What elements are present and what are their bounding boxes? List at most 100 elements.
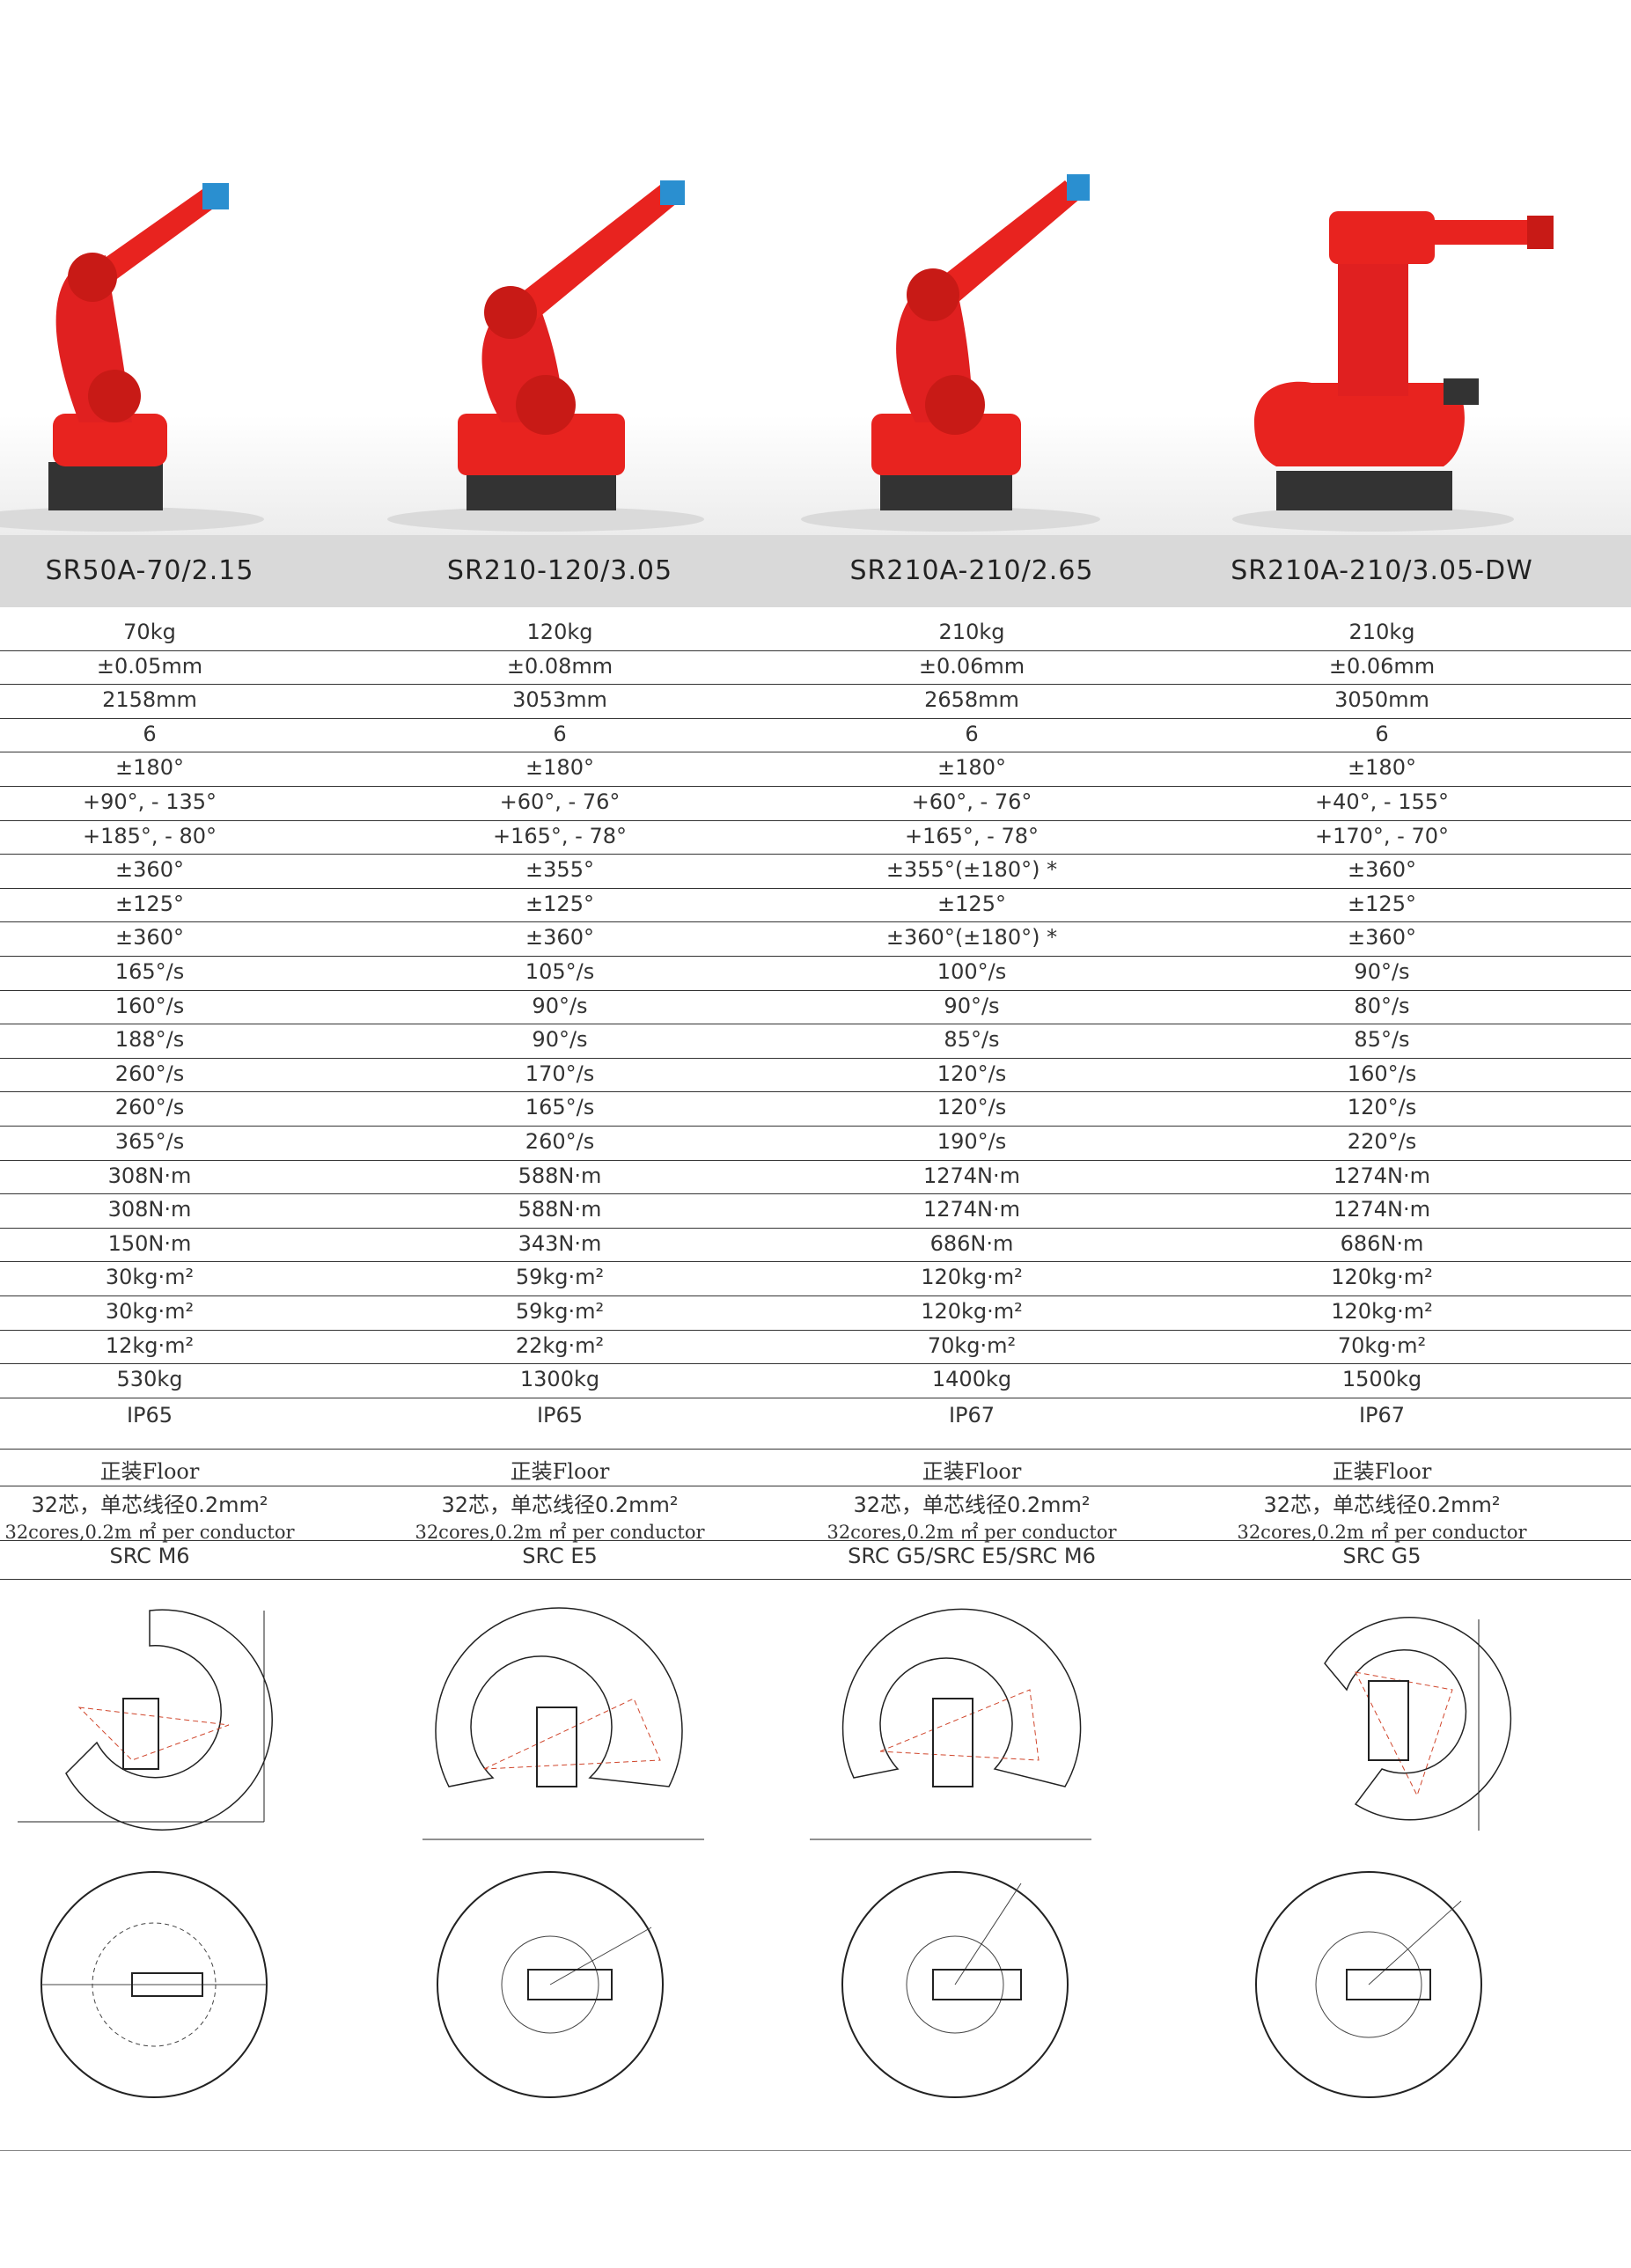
spec-cell: 120kg·m² (921, 1265, 1023, 1290)
spec-cell: 160°/s (114, 993, 185, 1018)
spec-cell: ±360°(±180°) * (885, 925, 1058, 951)
spec-cell: 1274N·m (922, 1163, 1021, 1188)
spec-cell: 260°/s (114, 1095, 185, 1120)
spec-cell: ±360° (1348, 925, 1416, 951)
robot-image-sr210a (801, 174, 1100, 532)
spec-cell: 90°/s (944, 993, 1000, 1018)
spec-row: ±180°±180°±180°±180° (0, 752, 1631, 787)
spec-cell: ±0.05mm (96, 653, 203, 679)
controller-cell: SRC M6 (109, 1543, 190, 1568)
spec-cell: +170°, - 70° (1314, 823, 1450, 848)
cable-spec-cn: 32芯，单芯线径0.2mm² (441, 1492, 679, 1517)
spec-cell: ±355°(±180°) * (885, 857, 1058, 883)
robot-image-sr50a (0, 183, 264, 532)
spec-cell: 1274N·m (922, 1197, 1021, 1222)
spec-cell: 210kg (1348, 620, 1415, 644)
spec-cell: 160°/s (1347, 1061, 1417, 1086)
spec-cell: 365°/s (114, 1129, 185, 1154)
side-view-drawing (18, 1609, 273, 1831)
spec-cell: 1400kg (931, 1367, 1012, 1392)
controller-cell: SRC G5 (1342, 1543, 1422, 1568)
spec-cell: 210kg (938, 620, 1005, 644)
spec-row: ±360°±360°±360°(±180°) *±360° (0, 921, 1631, 957)
spec-cell: 105°/s (525, 959, 595, 984)
controller-cell: SRC G5/SRC E5/SRC M6 (848, 1543, 1096, 1568)
cable-spec-en: 32cores,0.2m ㎡ per conductor (827, 1521, 1117, 1543)
spec-cell: 120kg·m² (1331, 1299, 1433, 1324)
spec-cell: ±0.06mm (1328, 653, 1436, 679)
spec-cell: +90°, - 135° (82, 789, 217, 814)
spec-cell: 686N·m (929, 1230, 1014, 1256)
spec-cell: 170°/s (525, 1061, 595, 1086)
spec-cell: ±180° (937, 755, 1006, 781)
spec-cell: 85°/s (1354, 1027, 1410, 1053)
cable-spec-cn: 32芯，单芯线径0.2mm² (31, 1492, 268, 1517)
spec-cell: 1274N·m (1333, 1163, 1431, 1188)
spec-cell: +165°, - 78° (904, 823, 1040, 848)
spec-cell: 90°/s (532, 993, 588, 1018)
spec-cell: 59kg·m² (515, 1265, 605, 1290)
spec-cell: 165°/s (525, 1095, 595, 1120)
model-name: SR210A-210/2.65 (849, 555, 1094, 586)
spec-cell: ±0.06mm (918, 653, 1025, 679)
model-header-bar: SR50A-70/2.15 SR210-120/3.05 SR210A-210/… (0, 535, 1631, 607)
spec-cell: 165°/s (114, 959, 185, 984)
spec-row: +185°, - 80°+165°, - 78°+165°, - 78°+170… (0, 820, 1631, 855)
spec-cell: 6 (965, 721, 979, 746)
model-name: SR210-120/3.05 (446, 555, 673, 586)
spec-cell: 30kg·m² (105, 1299, 195, 1324)
spec-cell: 12kg·m² (105, 1332, 195, 1358)
spec-cell: 100°/s (937, 959, 1007, 984)
spec-cell: 120kg·m² (921, 1299, 1023, 1324)
side-view-drawing (810, 1608, 1091, 1840)
spec-row: 30kg·m² 59kg·m² 120kg·m² 120kg·m² (0, 1295, 1631, 1331)
spec-cell: 70kg (123, 620, 176, 644)
cable-spec-en: 32cores,0.2m ㎡ per conductor (4, 1521, 295, 1543)
spec-cell: IP67 (1358, 1402, 1406, 1428)
cable-row: 32芯，单芯线径0.2mm² 32cores,0.2m ㎡ per conduct… (0, 1486, 1631, 1543)
spec-cell: 3050mm (1334, 687, 1429, 713)
mount-cell: 正装Floor (922, 1458, 1022, 1484)
spec-cell: 120°/s (1347, 1095, 1417, 1120)
spec-cell: 120kg·m² (1331, 1265, 1433, 1290)
spec-cell: ±360° (525, 925, 594, 951)
spec-cell: ±180° (115, 755, 184, 781)
spec-cell: ±125° (937, 891, 1006, 916)
robot-image-sr210a-dw (1232, 211, 1554, 532)
spec-cell: 6 (553, 721, 567, 746)
robot-image-sr210 (387, 180, 704, 532)
spec-cell: 120kg (526, 620, 593, 644)
spec-cell: ±125° (525, 891, 594, 916)
workspace-drawings (0, 1593, 1631, 2121)
spec-cell: 120°/s (937, 1095, 1007, 1120)
spec-cell: +60°, - 76° (911, 789, 1032, 814)
spec-cell: 85°/s (944, 1027, 1000, 1053)
top-view-drawing (841, 1871, 1069, 2098)
cable-spec-en: 32cores,0.2m ㎡ per conductor (415, 1521, 705, 1543)
cable-spec-en: 32cores,0.2m ㎡ per conductor (1237, 1521, 1527, 1543)
spec-cell: 59kg·m² (515, 1299, 605, 1324)
spec-cell: 343N·m (518, 1230, 602, 1256)
spec-cell: 90°/s (532, 1027, 588, 1053)
spec-row: +90°, - 135°+60°, - 76°+60°, - 76°+40°, … (0, 786, 1631, 821)
top-view-drawing (1255, 1871, 1482, 2098)
spec-cell: 2658mm (924, 687, 1019, 713)
spec-row: ±125°±125°±125°±125° (0, 888, 1631, 923)
spec-row: ±360°±355°±355°(±180°) *±360° (0, 854, 1631, 889)
mount-cell: 正装Floor (510, 1458, 610, 1484)
